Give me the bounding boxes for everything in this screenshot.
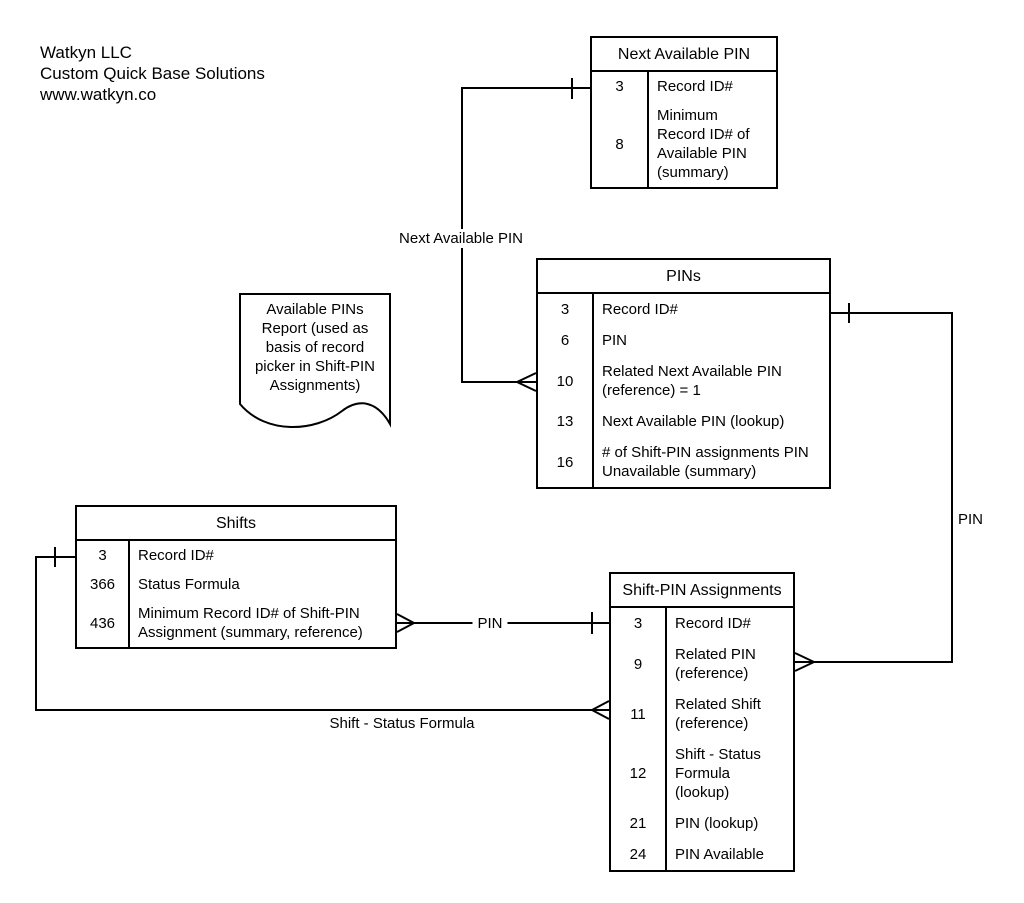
table-row: 11 Related Shift (reference)	[611, 689, 793, 739]
field-id: 10	[538, 356, 594, 406]
crow-foot-icon	[516, 372, 537, 392]
note-document-shape	[239, 293, 391, 428]
connector-shift-status-formula	[35, 547, 610, 720]
table-title: PINs	[538, 260, 829, 294]
table-row: 3 Record ID#	[592, 72, 776, 101]
field-id: 3	[77, 541, 130, 570]
table-row: 3 Record ID#	[611, 608, 793, 639]
entity-table-shift-pin-assignments: Shift-PIN Assignments 3 Record ID# 9 Rel…	[609, 572, 795, 872]
connector-pin-middle	[396, 612, 609, 634]
field-id: 3	[592, 72, 649, 101]
field-name: Minimum Record ID# of Shift-PIN Assignme…	[138, 605, 363, 641]
branding-line: Custom Quick Base Solutions	[40, 64, 265, 83]
crow-foot-icon	[794, 652, 815, 672]
entity-table-shifts: Shifts 3 Record ID# 366 Status Formula 4…	[75, 505, 397, 649]
field-id: 6	[538, 325, 594, 356]
connector-pin-right	[794, 303, 953, 672]
table-row: 16 # of Shift-PIN assignments PIN Unavai…	[538, 437, 829, 487]
table-row: 10 Related Next Available PIN (reference…	[538, 356, 829, 406]
table-row: 6 PIN	[538, 325, 829, 356]
table-row: 366 Status Formula	[77, 570, 395, 599]
table-row: 436 Minimum Record ID# of Shift-PIN Assi…	[77, 599, 395, 647]
field-name: Related Shift (reference)	[675, 696, 761, 732]
connector-label: PIN	[958, 511, 984, 528]
field-name: Record ID#	[675, 615, 751, 632]
field-id: 8	[592, 101, 649, 187]
field-id: 24	[611, 839, 667, 870]
table-row: 8 Minimum Record ID# of Available PIN (s…	[592, 101, 776, 187]
field-name: Record ID#	[602, 301, 678, 318]
field-name: Status Formula	[138, 576, 240, 593]
branding-line: www.watkyn.co	[40, 85, 157, 104]
field-name: Record ID#	[138, 547, 214, 564]
field-id: 21	[611, 808, 667, 839]
field-id: 11	[611, 689, 667, 739]
crow-foot-icon	[591, 700, 610, 720]
branding-text: Watkyn LLC Custom Quick Base Solutions w…	[40, 42, 265, 105]
table-row: 3 Record ID#	[538, 294, 829, 325]
connector-label: PIN	[472, 614, 508, 633]
table-row: 3 Record ID#	[77, 541, 395, 570]
table-row: 24 PIN Available	[611, 839, 793, 870]
crow-foot-icon	[396, 613, 415, 633]
field-name: Record ID#	[657, 78, 733, 95]
field-id: 436	[77, 599, 130, 647]
field-id: 9	[611, 639, 667, 689]
field-name: Next Available PIN (lookup)	[602, 413, 785, 430]
field-id: 366	[77, 570, 130, 599]
field-name: Minimum Record ID# of Available PIN (sum…	[657, 107, 750, 181]
field-name: Related PIN (reference)	[675, 646, 756, 682]
field-id: 13	[538, 406, 594, 437]
table-row: 21 PIN (lookup)	[611, 808, 793, 839]
table-title: Next Available PIN	[592, 38, 776, 72]
table-row: 12 Shift - Status Formula (lookup)	[611, 739, 793, 808]
connector-label: Shift - Status Formula	[329, 715, 475, 732]
entity-table-pins: PINs 3 Record ID# 6 PIN 10 Related Next …	[536, 258, 831, 489]
field-name: Related Next Available PIN (reference) =…	[602, 363, 782, 399]
table-title: Shift-PIN Assignments	[611, 574, 793, 608]
field-id: 12	[611, 739, 667, 808]
note-text: Available PINs Report (used as basis of …	[254, 301, 376, 394]
field-id: 16	[538, 437, 594, 487]
field-name: Shift - Status Formula (lookup)	[675, 746, 761, 801]
branding-line: Watkyn LLC	[40, 43, 132, 62]
field-name: # of Shift-PIN assignments PIN Unavailab…	[602, 444, 809, 480]
field-name: PIN (lookup)	[675, 815, 759, 832]
table-title: Shifts	[77, 507, 395, 541]
connector-line	[814, 312, 953, 663]
entity-table-next-available-pin: Next Available PIN 3 Record ID# 8 Minimu…	[590, 36, 778, 189]
field-name: PIN	[602, 332, 628, 349]
connector-label: Next Available PIN	[396, 229, 526, 248]
field-id: 3	[538, 294, 594, 325]
table-row: 9 Related PIN (reference)	[611, 639, 793, 689]
field-id: 3	[611, 608, 667, 639]
field-name: PIN Available	[675, 846, 764, 863]
table-row: 13 Next Available PIN (lookup)	[538, 406, 829, 437]
